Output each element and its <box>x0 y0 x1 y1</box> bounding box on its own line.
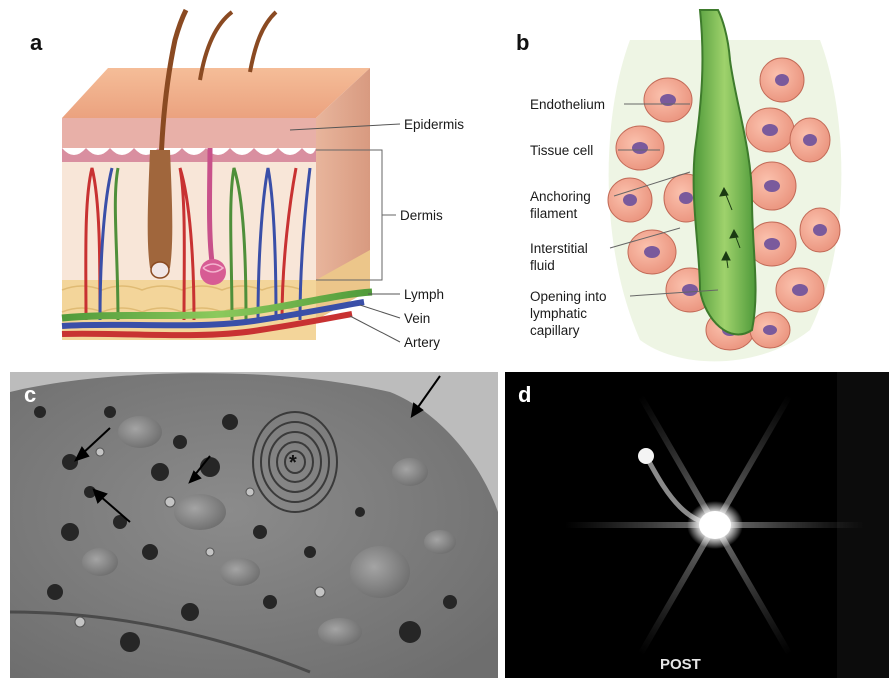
label-opening: Opening into lymphatic capillary <box>530 288 630 339</box>
panel-c-letter: c <box>24 382 36 408</box>
panel-d-letter: d <box>518 382 531 408</box>
scan-caption: POST <box>660 656 701 673</box>
lamellar-marker: * <box>289 452 297 475</box>
label-endothelium: Endothelium <box>530 96 605 113</box>
label-anchoring-filament: Anchoring filament <box>530 188 620 222</box>
label-interstitial-fluid: Interstitial fluid <box>530 240 610 274</box>
lymph-node-uptake <box>638 448 654 464</box>
electron-micrograph <box>10 372 498 678</box>
label-tissue-cell: Tissue cell <box>530 142 593 159</box>
cell-body <box>10 373 498 678</box>
scintigraphy-image <box>505 372 889 678</box>
